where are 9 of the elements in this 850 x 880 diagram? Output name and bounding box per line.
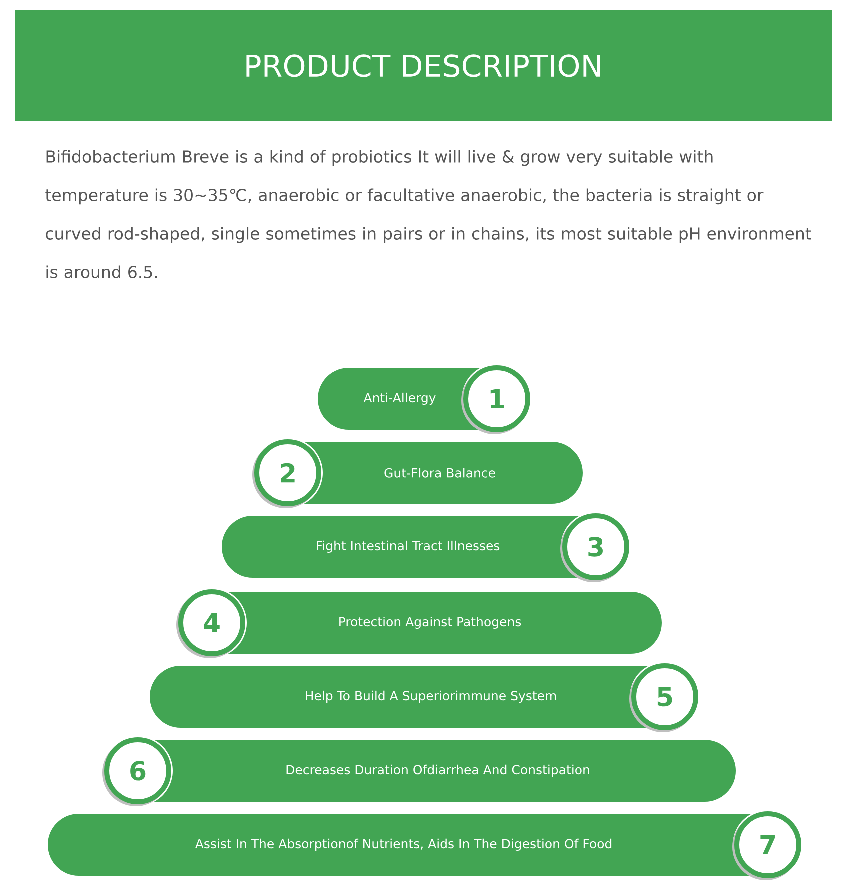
pill-box: Decreases Duration Ofdiarrhea And Constipation xyxy=(154,740,736,802)
description-paragraph: Bifidobacterium Breve is a kind of probiotics It will live & grow very suitable with temperature is 30~35℃, anaerobic or facultative anaerobic, the bacteria is straight or curved rod-shaped, single sometimes in pairs or in chains, its most suitable pH environment is around 6.5. xyxy=(46,150,812,278)
pill-box: Assist In The Absorptionof Nutrients, Aids In The Digestion Of Food xyxy=(48,814,752,876)
pill-box: Anti-Allergy xyxy=(318,368,481,430)
pill-box: Help To Build A Superiorimmune System xyxy=(150,666,649,728)
pill-box: Fight Intestinal Tract Illnesses xyxy=(222,516,580,578)
pill-box: Gut-Flora Balance xyxy=(304,442,583,504)
title-banner: PRODUCT DESCRIPTION xyxy=(15,10,832,121)
pill-box: Protection Against Pathogens xyxy=(228,592,662,654)
